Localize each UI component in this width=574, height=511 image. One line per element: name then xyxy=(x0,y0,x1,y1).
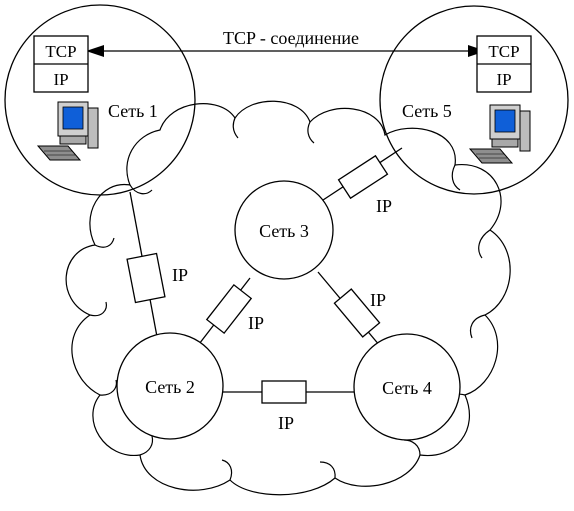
connection-label: TCP - соединение xyxy=(223,28,359,48)
router-3-2 xyxy=(205,283,253,335)
router-2-4 xyxy=(261,380,307,404)
router-3-5-label: IP xyxy=(376,196,392,216)
router-2-4-label: IP xyxy=(278,413,294,433)
network-2-label: Сеть 2 xyxy=(145,377,195,397)
host-1-ip: IP xyxy=(53,70,68,89)
internet-cloud xyxy=(65,100,511,496)
network-1-circle xyxy=(4,4,196,196)
computer-icon xyxy=(36,101,99,161)
network-5-circle xyxy=(379,5,569,195)
host-5-tcp: TCP xyxy=(488,42,519,61)
host-1-tcp: TCP xyxy=(45,42,76,61)
connection-label-bg xyxy=(206,26,378,48)
router-3-4-label: IP xyxy=(370,290,386,310)
network-1-label: Сеть 1 xyxy=(108,101,158,121)
host-5-ip: IP xyxy=(496,70,511,89)
router-3-4 xyxy=(333,288,381,338)
router-3-2-label: IP xyxy=(248,313,264,333)
network-2-circle xyxy=(116,332,224,440)
router-1-2 xyxy=(126,252,166,304)
arrow-left-icon xyxy=(86,45,104,57)
router-1-2-label: IP xyxy=(172,265,188,285)
network-3-circle xyxy=(234,180,334,280)
network-3-label: Сеть 3 xyxy=(259,221,309,241)
network-5-label: Сеть 5 xyxy=(402,101,452,121)
network-4-circle xyxy=(353,333,461,441)
network-4-label: Сеть 4 xyxy=(382,378,432,398)
router-3-5 xyxy=(337,154,389,200)
computer-icon xyxy=(468,104,531,164)
